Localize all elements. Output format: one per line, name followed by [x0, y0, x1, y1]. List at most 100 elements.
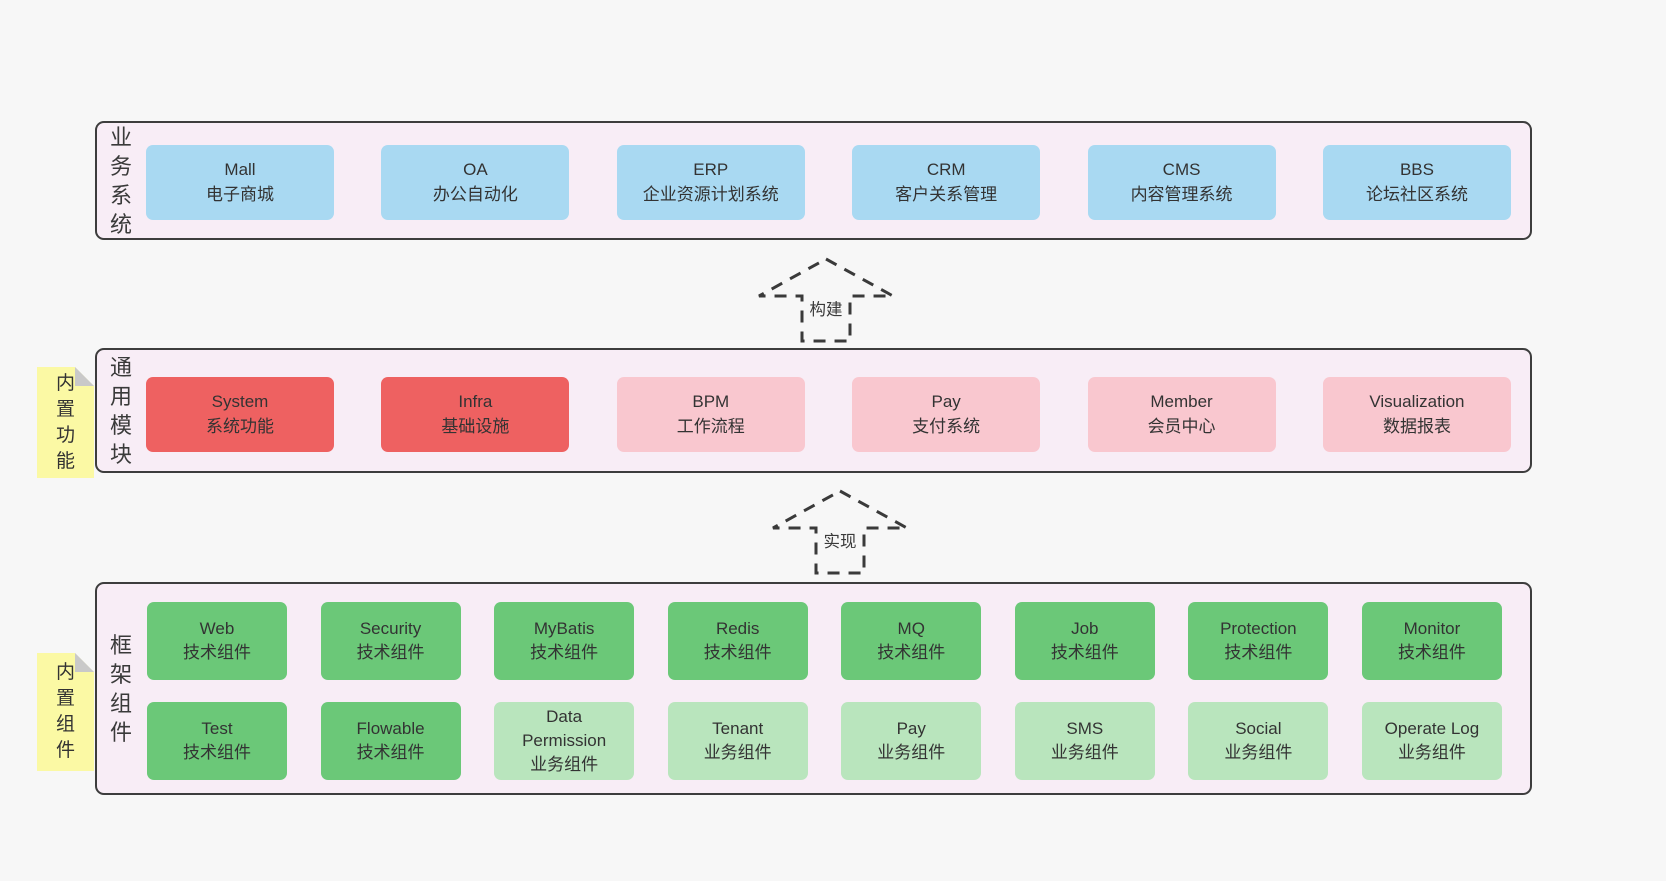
business-box-mall: Mall 电子商城 [146, 145, 334, 220]
box-subtitle: 技术组件 [530, 643, 599, 662]
component-box-sms: SMS 业务组件 [1014, 702, 1155, 780]
component-box-flowable: Flowable 技术组件 [320, 702, 461, 780]
box-title: Protection [1220, 618, 1297, 638]
business-box-oa: OA 办公自动化 [381, 145, 570, 220]
framework-components-row2: Test 技术组件 Flowable 技术组件 Data Permission … [147, 702, 1502, 780]
band-common-modules-label: 通用模块 [106, 350, 136, 471]
box-subtitle: 系统功能 [206, 416, 274, 436]
box-title: SMS [1066, 718, 1104, 738]
band-label-text: 业务系统 [109, 124, 132, 237]
box-title: Data Permission [522, 706, 607, 750]
box-title: CMS [1162, 160, 1201, 180]
band-label-text: 通用模块 [109, 354, 132, 467]
module-box-visualization: Visualization 数据报表 [1322, 377, 1511, 452]
band-business-systems-label: 业务系统 [106, 123, 136, 238]
component-box-job: Job 技术组件 [1014, 602, 1155, 680]
box-subtitle: 会员中心 [1147, 416, 1216, 436]
box-subtitle: 论坛社区系统 [1365, 184, 1468, 204]
band-framework-components: 框架组件 Web 技术组件 Security 技术组件 MyBatis 技术组件… [95, 582, 1532, 795]
box-title: MyBatis [533, 618, 595, 638]
component-box-social: Social 业务组件 [1188, 702, 1329, 780]
box-subtitle: 技术组件 [703, 643, 772, 662]
band-framework-components-label: 框架组件 [106, 584, 136, 793]
business-box-erp: ERP 企业资源计划系统 [616, 145, 805, 220]
arrow-implement-label: 实现 [820, 528, 860, 552]
box-title: Visualization [1369, 392, 1465, 412]
box-title: OA [463, 160, 488, 180]
box-title: BPM [692, 392, 730, 412]
box-subtitle: 技术组件 [1050, 643, 1119, 662]
band-common-modules: 通用模块 System 系统功能 Infra 基础设施 BPM 工作流程 Pay… [95, 348, 1532, 473]
component-box-operate-log: Operate Log 业务组件 [1361, 702, 1502, 780]
component-box-data-permission: Data Permission 业务组件 [494, 702, 635, 780]
box-title: ERP [693, 160, 729, 180]
framework-components-row1: Web 技术组件 Security 技术组件 MyBatis 技术组件 Redi… [147, 602, 1502, 680]
band-business-systems: 业务系统 Mall 电子商城 OA 办公自动化 ERP 企业资源计划系统 CRM… [95, 121, 1532, 240]
box-title: Pay [896, 718, 926, 738]
component-box-security: Security 技术组件 [320, 602, 461, 680]
box-title: Test [201, 718, 233, 738]
box-title: Pay [931, 392, 961, 412]
box-subtitle: 客户关系管理 [895, 184, 998, 204]
component-box-protection: Protection 技术组件 [1188, 602, 1329, 680]
common-modules-row: System 系统功能 Infra 基础设施 BPM 工作流程 Pay 支付系统… [146, 377, 1511, 452]
box-subtitle: 业务组件 [1224, 743, 1293, 762]
box-title: Infra [458, 392, 493, 412]
box-subtitle: 技术组件 [1397, 643, 1466, 662]
box-title: MQ [897, 618, 925, 638]
component-box-monitor: Monitor 技术组件 [1361, 602, 1502, 680]
box-subtitle: 基础设施 [441, 416, 510, 436]
box-title: Web [199, 618, 235, 638]
module-box-member: Member 会员中心 [1087, 377, 1276, 452]
box-title: BBS [1399, 160, 1434, 180]
component-box-mq: MQ 技术组件 [841, 602, 982, 680]
box-subtitle: 业务组件 [1397, 743, 1466, 762]
component-box-pay: Pay 业务组件 [841, 702, 982, 780]
box-subtitle: 技术组件 [183, 643, 251, 662]
module-box-bpm: BPM 工作流程 [616, 377, 805, 452]
arrow-implement: 实现 [770, 488, 910, 576]
box-subtitle: 技术组件 [1224, 643, 1293, 662]
module-box-infra: Infra 基础设施 [381, 377, 570, 452]
box-title: Security [359, 618, 422, 638]
business-box-crm: CRM 客户关系管理 [852, 145, 1041, 220]
box-subtitle: 工作流程 [676, 416, 745, 436]
box-subtitle: 技术组件 [877, 643, 946, 662]
box-title: Redis [715, 618, 760, 638]
sticky-note-text: 内置组件 [55, 662, 75, 761]
box-subtitle: 数据报表 [1382, 416, 1451, 436]
box-subtitle: 业务组件 [530, 755, 599, 775]
business-box-cms: CMS 内容管理系统 [1087, 145, 1276, 220]
box-title: CRM [926, 160, 966, 180]
box-title: Member [1150, 392, 1213, 412]
box-subtitle: 办公自动化 [432, 184, 518, 204]
box-title: Tenant [712, 718, 764, 738]
box-subtitle: 技术组件 [356, 743, 425, 762]
business-systems-row: Mall 电子商城 OA 办公自动化 ERP 企业资源计划系统 CRM 客户关系… [146, 145, 1511, 220]
box-title: Monitor [1403, 618, 1461, 638]
box-subtitle: 内容管理系统 [1130, 184, 1233, 204]
component-box-web: Web 技术组件 [147, 602, 287, 680]
component-box-mybatis: MyBatis 技术组件 [494, 602, 635, 680]
box-subtitle: 业务组件 [877, 743, 946, 762]
arrow-build-label: 构建 [806, 296, 846, 320]
box-title: Social [1235, 718, 1282, 738]
component-box-redis: Redis 技术组件 [667, 602, 808, 680]
business-box-bbs: BBS 论坛社区系统 [1322, 145, 1511, 220]
sticky-note-text: 内置功能 [55, 372, 75, 472]
box-subtitle: 企业资源计划系统 [642, 184, 779, 204]
module-box-pay: Pay 支付系统 [852, 377, 1041, 452]
sticky-note-built-in-components: 内置组件 [37, 653, 94, 771]
box-subtitle: 业务组件 [703, 743, 772, 762]
box-title: System [211, 392, 269, 412]
component-box-test: Test 技术组件 [147, 702, 287, 780]
sticky-note-built-in-features: 内置功能 [37, 367, 94, 478]
component-box-tenant: Tenant 业务组件 [667, 702, 808, 780]
box-subtitle: 技术组件 [356, 643, 425, 662]
box-title: Flowable [356, 718, 425, 738]
arrow-build: 构建 [756, 256, 896, 344]
box-subtitle: 支付系统 [912, 416, 981, 436]
box-subtitle: 技术组件 [183, 743, 251, 762]
box-title: Job [1071, 618, 1099, 638]
box-subtitle: 电子商城 [206, 184, 274, 204]
